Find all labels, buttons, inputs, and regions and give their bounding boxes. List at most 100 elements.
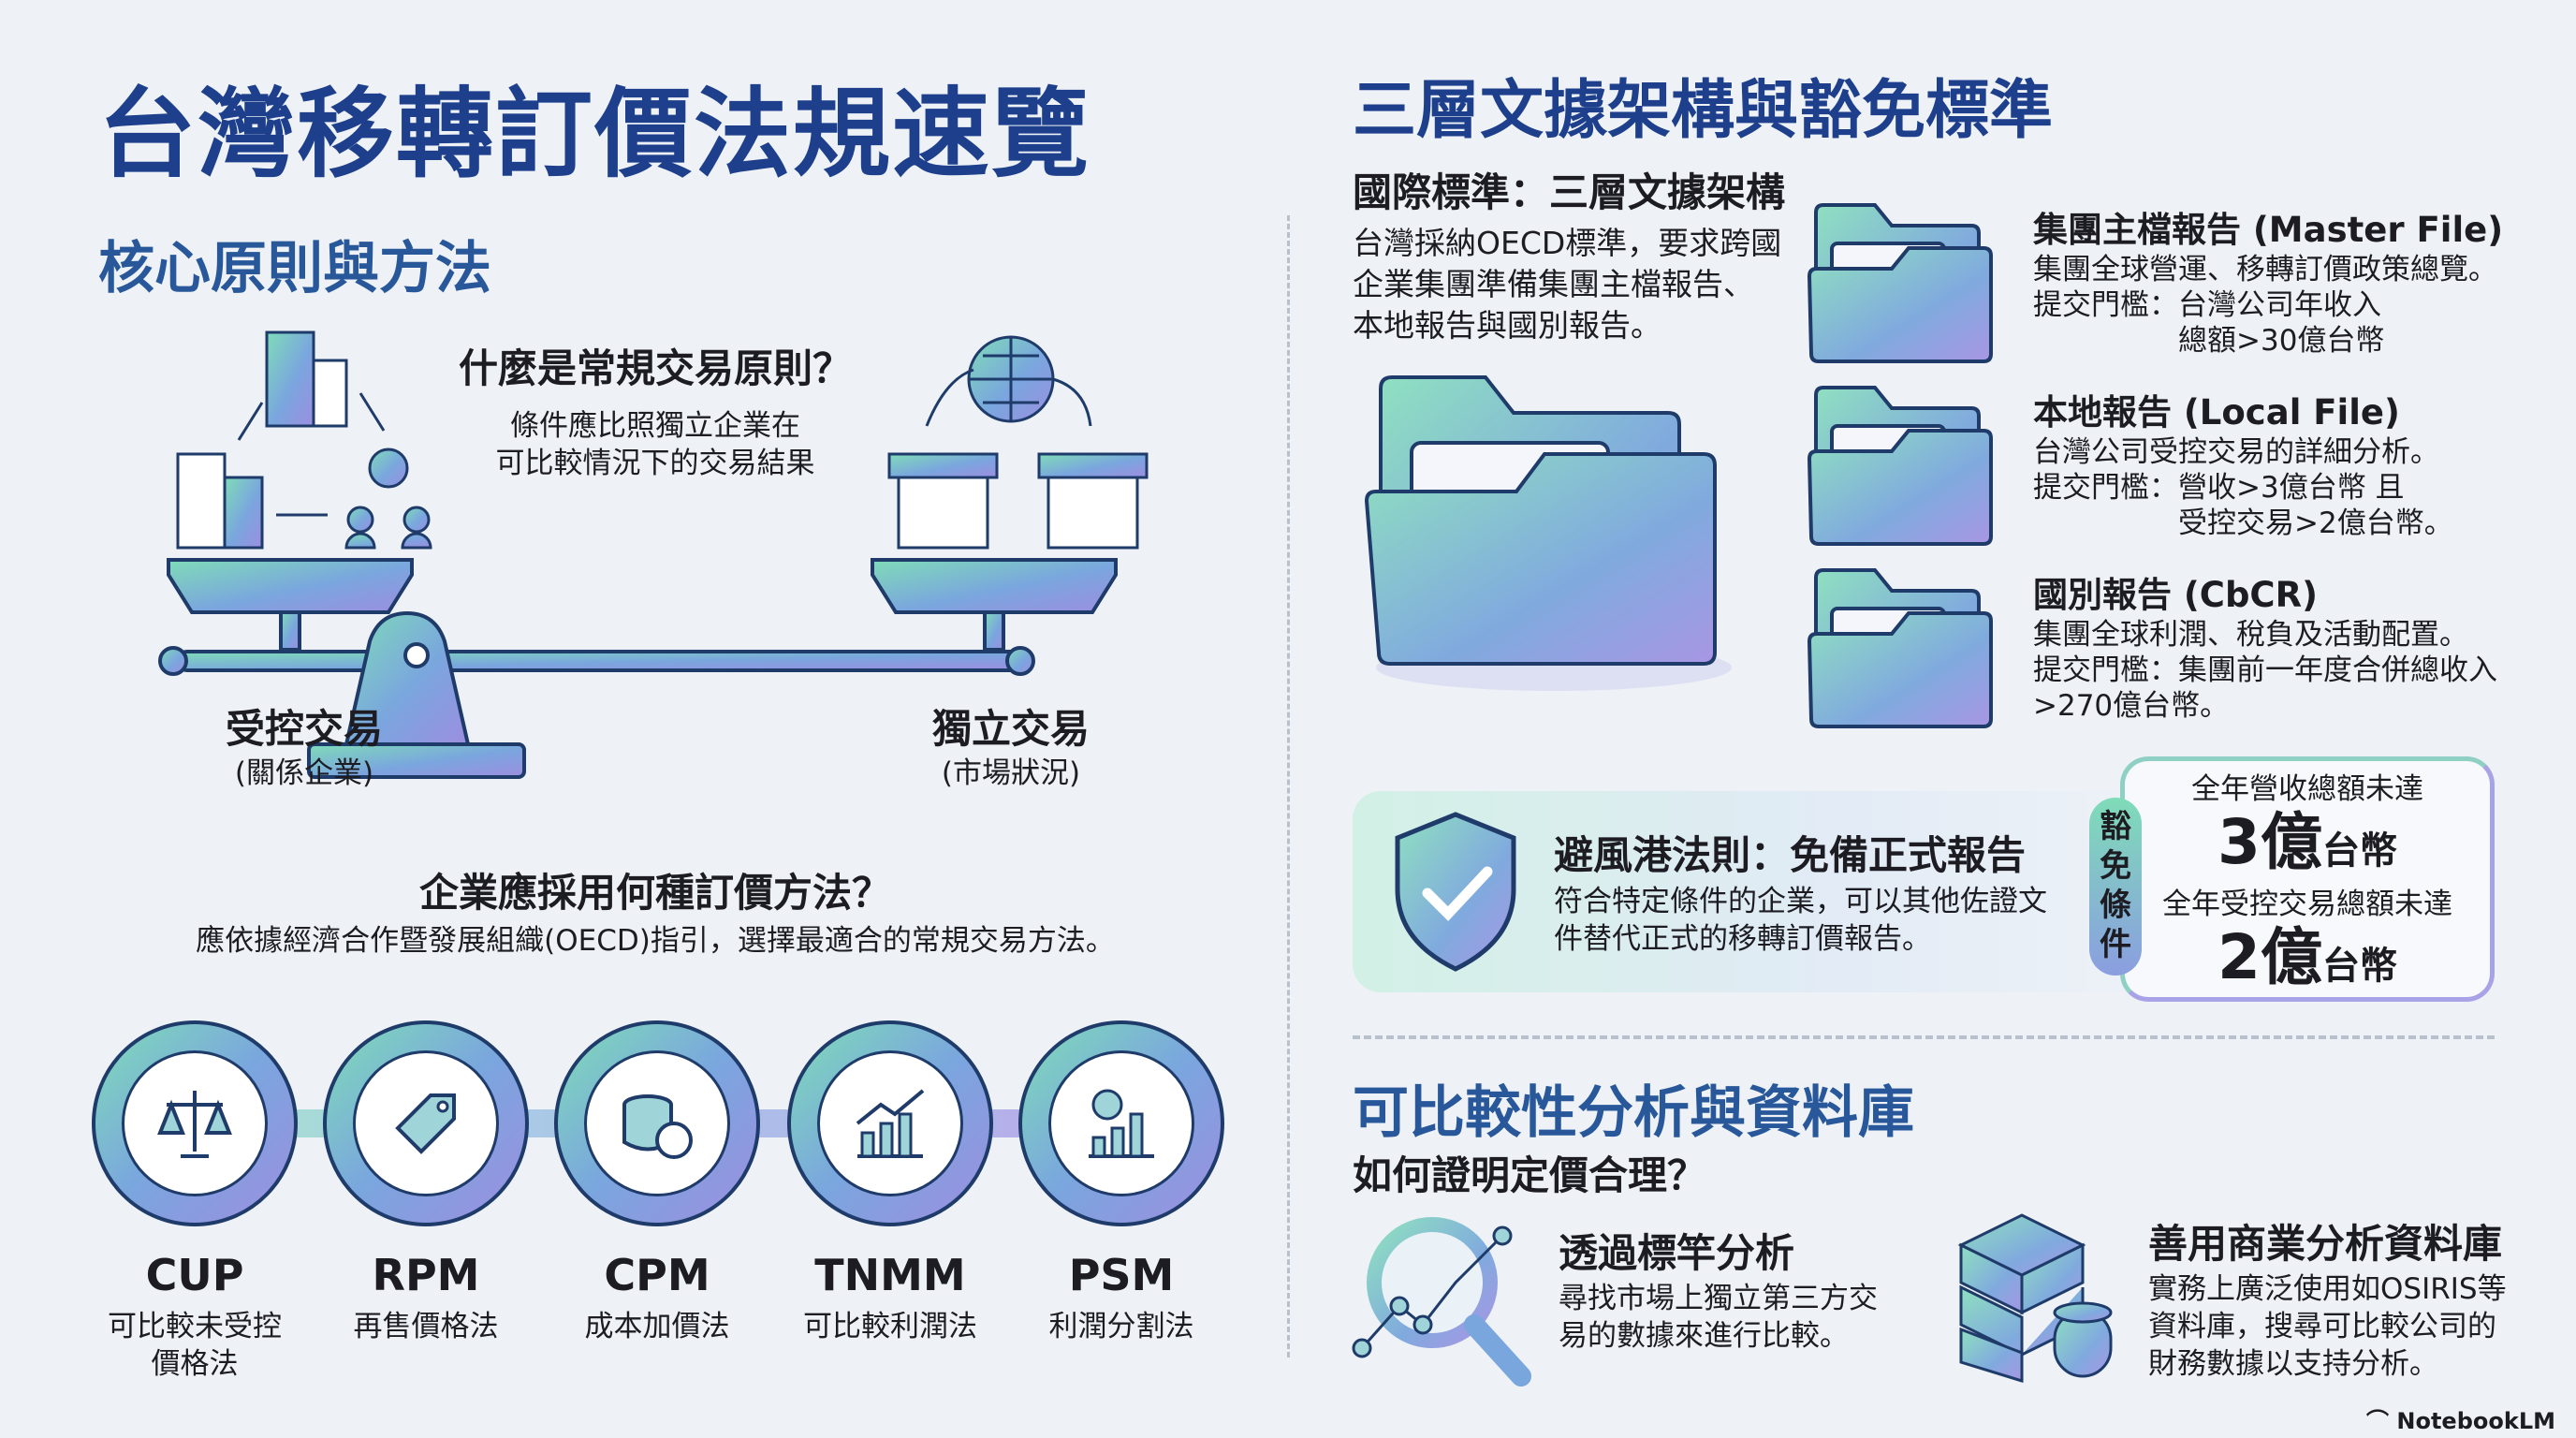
section-divider bbox=[1353, 1035, 2495, 1039]
method-circle-inner bbox=[817, 1050, 963, 1196]
cond2-label: 全年受控交易總額未達 bbox=[2162, 888, 2452, 921]
report-line: 提交門檻：台灣公司年收入 bbox=[2033, 288, 2381, 322]
database-desc: 實務上廣泛使用如OSIRIS等 資料庫，搜尋可比較公司的 財務數據以支持分析。 bbox=[2148, 1270, 2507, 1383]
method-circle-tnmm bbox=[787, 1020, 993, 1226]
method-cpm: CPM 成本加價法 bbox=[545, 1250, 769, 1345]
database-desc-line: 實務上廣泛使用如OSIRIS等 bbox=[2148, 1272, 2507, 1306]
methods-row bbox=[84, 1020, 1236, 1231]
price-tag-icon bbox=[395, 1093, 456, 1154]
method-name: 可比較利潤法 bbox=[803, 1310, 977, 1343]
safe-harbor-desc-line: 件替代正式的移轉訂價報告。 bbox=[1554, 922, 1931, 956]
report-item: 國別報告 (CbCR)集團全球利潤、稅負及活動配置。提交門檻：集團前一年度合併總… bbox=[2033, 574, 2497, 724]
cond2-unit: 台幣 bbox=[2321, 945, 2397, 988]
cond1-unit: 台幣 bbox=[2321, 829, 2397, 873]
folder-icon bbox=[1807, 203, 1993, 363]
report-line: 提交門檻：營收>3億台幣 且 bbox=[2033, 471, 2405, 505]
exemption-conditions-box: 全年營收總額未達 3億台幣 全年受控交易總額未達 2億台幣 bbox=[2120, 756, 2495, 1002]
method-rpm: RPM 再售價格法 bbox=[314, 1250, 538, 1345]
method-circle-inner bbox=[1048, 1050, 1194, 1196]
section-title-documentation: 三層文據架構與豁免標準 bbox=[1353, 74, 2054, 148]
method-name: 利潤分割法 bbox=[1048, 1310, 1194, 1343]
report-line: 台灣公司受控交易的詳細分析。 bbox=[2033, 435, 2439, 469]
framework-title: 國際標準：三層文據架構 bbox=[1353, 169, 1786, 215]
folder-icon bbox=[1807, 386, 1993, 546]
report-item: 本地報告 (Local File)台灣公司受控交易的詳細分析。提交門檻：營收>3… bbox=[2033, 391, 2453, 541]
report-line: 集團全球利潤、稅負及活動配置。 bbox=[2033, 618, 2468, 652]
notebooklm-logo-icon: ⌒ bbox=[2366, 1408, 2397, 1434]
safe-harbor-title: 避風港法則：免備正式報告 bbox=[1554, 832, 2027, 878]
cond1-number: 3億 bbox=[2217, 806, 2322, 878]
benchmark-desc: 尋找市場上獨立第三方交 易的數據來進行比較。 bbox=[1559, 1280, 1878, 1355]
storefronts-icon bbox=[887, 452, 1149, 550]
report-line: >270億台幣。 bbox=[2033, 689, 2230, 723]
method-abbr: TNMM bbox=[814, 1250, 966, 1300]
method-circle-cpm bbox=[554, 1020, 760, 1226]
report-line: 集團全球營運、移轉訂價政策總覽。 bbox=[2033, 253, 2497, 286]
cond1-label: 全年營收總額未達 bbox=[2191, 772, 2423, 806]
org-chart-people-icon bbox=[344, 448, 432, 550]
method-circle-rpm bbox=[323, 1020, 529, 1226]
benchmark-desc-line: 易的數據來進行比較。 bbox=[1559, 1319, 1849, 1353]
method-name: 成本加價法 bbox=[584, 1310, 730, 1343]
comparability-question: 如何證明定價合理？ bbox=[1353, 1152, 1707, 1198]
section-title-core: 核心原則與方法 bbox=[98, 236, 491, 301]
safe-harbor-desc-line: 符合特定條件的企業，可以其他佐證文 bbox=[1554, 885, 2047, 918]
independent-label: 獨立交易 bbox=[931, 706, 1090, 752]
section-title-comparability: 可比較性分析與資料庫 bbox=[1353, 1080, 1914, 1146]
method-circle-inner bbox=[584, 1050, 730, 1196]
controlled-transaction: 受控交易 (關係企業) bbox=[187, 697, 421, 792]
bar-chart-up-icon bbox=[856, 1089, 925, 1158]
method-abbr: CPM bbox=[604, 1250, 710, 1300]
page-title: 台灣移轉訂價法規速覽 bbox=[98, 77, 1091, 191]
exemption-pill-label: 豁免條件 bbox=[2100, 808, 2131, 963]
globe-icon bbox=[967, 335, 1055, 423]
database-server-icon bbox=[1957, 1213, 2113, 1384]
arrows-icon bbox=[237, 392, 386, 517]
method-circle-psm bbox=[1018, 1020, 1224, 1226]
cond2-number: 2億 bbox=[2217, 921, 2322, 993]
framework-desc-line: 台灣採納OECD標準，要求跨國 bbox=[1353, 225, 1782, 261]
column-divider bbox=[1287, 215, 1290, 1357]
method-circle-inner bbox=[122, 1050, 268, 1196]
shield-check-icon bbox=[1395, 812, 1516, 972]
report-title: 國別報告 (CbCR) bbox=[2033, 575, 2318, 615]
folder-icon bbox=[1807, 568, 1993, 728]
method-tnmm: TNMM 可比較利潤法 bbox=[778, 1250, 1003, 1345]
independent-transaction: 獨立交易 (市場狀況) bbox=[894, 697, 1128, 792]
method-question: 企業應採用何種訂價方法？ bbox=[418, 870, 891, 916]
database-desc-line: 資料庫，搜尋可比較公司的 bbox=[2148, 1310, 2496, 1343]
framework-desc-line: 企業集團準備集團主檔報告、 bbox=[1353, 266, 1754, 302]
safe-harbor-desc: 符合特定條件的企業，可以其他佐證文 件替代正式的移轉訂價報告。 bbox=[1554, 883, 2047, 958]
coins-icon bbox=[622, 1094, 693, 1159]
large-folder-icon bbox=[1364, 375, 1732, 691]
report-line: 受控交易>2億台幣。 bbox=[2033, 506, 2453, 540]
method-name: 再售價格法 bbox=[353, 1310, 499, 1343]
method-psm: PSM 利潤分割法 bbox=[1009, 1250, 1234, 1345]
method-circle-inner bbox=[353, 1050, 499, 1196]
report-item: 集團主檔報告 (Master File)集團全球營運、移轉訂價政策總覽。提交門檻… bbox=[2033, 209, 2503, 359]
method-name: 可比較未受控價格法 bbox=[108, 1310, 282, 1381]
alp-answer-line: 條件應比照獨立企業在 bbox=[510, 409, 800, 443]
alp-question: 什麼是常規交易原則？ bbox=[458, 345, 852, 391]
office-buildings-icon bbox=[176, 330, 348, 550]
alp-answer-line: 可比較情況下的交易結果 bbox=[495, 447, 815, 480]
scale-body bbox=[158, 558, 1118, 779]
report-title: 本地報告 (Local File) bbox=[2033, 392, 2400, 433]
report-line: 總額>30億台幣 bbox=[2033, 324, 2385, 358]
pivot-icon bbox=[403, 642, 430, 668]
notebooklm-brand: ⌒ NotebookLM bbox=[2366, 1402, 2555, 1435]
controlled-sub: (關係企業) bbox=[234, 756, 374, 790]
framework-desc: 台灣採納OECD標準，要求跨國 企業集團準備集團主檔報告、 本地報告與國別報告。 bbox=[1353, 223, 1781, 346]
curved-arrows-icon bbox=[925, 368, 1092, 427]
exemption-pill: 豁免條件 bbox=[2089, 798, 2142, 976]
report-title: 集團主檔報告 (Master File) bbox=[2033, 210, 2504, 250]
database-title: 善用商業分析資料庫 bbox=[2148, 1221, 2503, 1267]
database-desc-line: 財務數據以支持分析。 bbox=[2148, 1347, 2438, 1381]
method-abbr: RPM bbox=[372, 1250, 480, 1300]
method-abbr: PSM bbox=[1068, 1250, 1175, 1300]
independent-sub: (市場狀況) bbox=[941, 756, 1081, 790]
method-circle-cup bbox=[92, 1020, 298, 1226]
benchmark-title: 透過標竿分析 bbox=[1559, 1230, 1795, 1276]
method-answer: 應依據經濟合作暨發展組織(OECD)指引，選擇最適合的常規交易方法。 bbox=[196, 924, 1115, 958]
